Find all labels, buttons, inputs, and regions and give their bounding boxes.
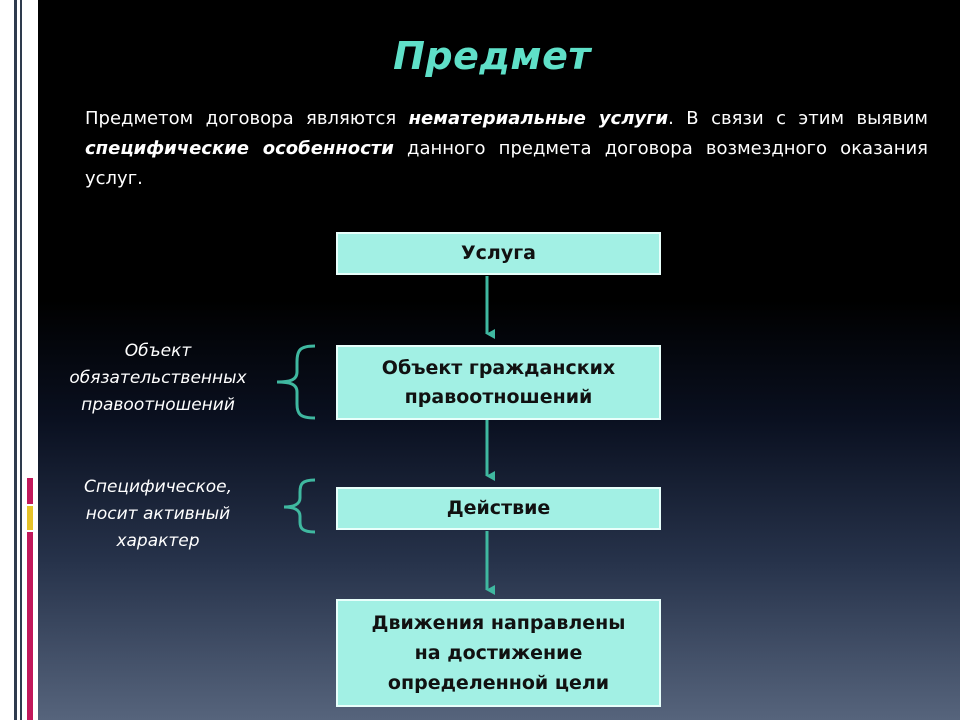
box-movements: Движения направлены на достижение опреде…	[336, 599, 661, 707]
deco-block-yellow	[27, 506, 33, 530]
intro-text-3: данного предмета договора возмездного ок…	[85, 138, 928, 189]
intro-emphasis-1: нематериальные услуги	[408, 108, 669, 129]
deco-line-gray	[14, 0, 17, 720]
side-note-2-line2: носит активный	[85, 504, 231, 524]
slide-title: Предмет	[393, 34, 591, 78]
side-note-1: Объект обязательственных правоотношений	[42, 338, 274, 419]
box-service-label: Услуга	[461, 242, 536, 264]
side-note-2: Специфическое, носит активный характер	[42, 474, 274, 555]
side-note-2-line3: характер	[116, 531, 200, 551]
deco-line-magenta	[27, 532, 33, 720]
box-civil-object-line2: правоотношений	[404, 385, 593, 408]
brace-2	[283, 478, 316, 534]
brace-1	[276, 344, 316, 420]
intro-emphasis-2: специфические особенности	[85, 138, 394, 159]
deco-block-magenta	[27, 478, 33, 504]
side-note-2-line1: Специфическое,	[83, 477, 233, 497]
side-note-1-line2: обязательственных	[69, 368, 247, 388]
box-civil-object: Объект гражданских правоотношений	[336, 345, 661, 420]
decorative-side-lines	[14, 0, 33, 720]
box-service: Услуга	[336, 232, 661, 275]
side-note-1-line3: правоотношений	[81, 395, 235, 415]
intro-text-2: . В связи с этим выявим	[668, 108, 928, 129]
intro-text-1: Предметом договора являются	[85, 108, 409, 129]
box-movements-line3: определенной цели	[387, 672, 610, 694]
intro-paragraph: Предметом договора являются нематериальн…	[85, 104, 928, 194]
box-movements-line2: на достижение	[414, 642, 583, 664]
box-movements-line1: Движения направлены	[371, 612, 626, 634]
box-action: Действие	[336, 487, 661, 530]
side-note-1-line1: Объект	[124, 341, 192, 361]
box-civil-object-line1: Объект гражданских	[381, 356, 616, 379]
box-action-label: Действие	[446, 497, 551, 519]
deco-line-gray-2	[20, 0, 22, 720]
